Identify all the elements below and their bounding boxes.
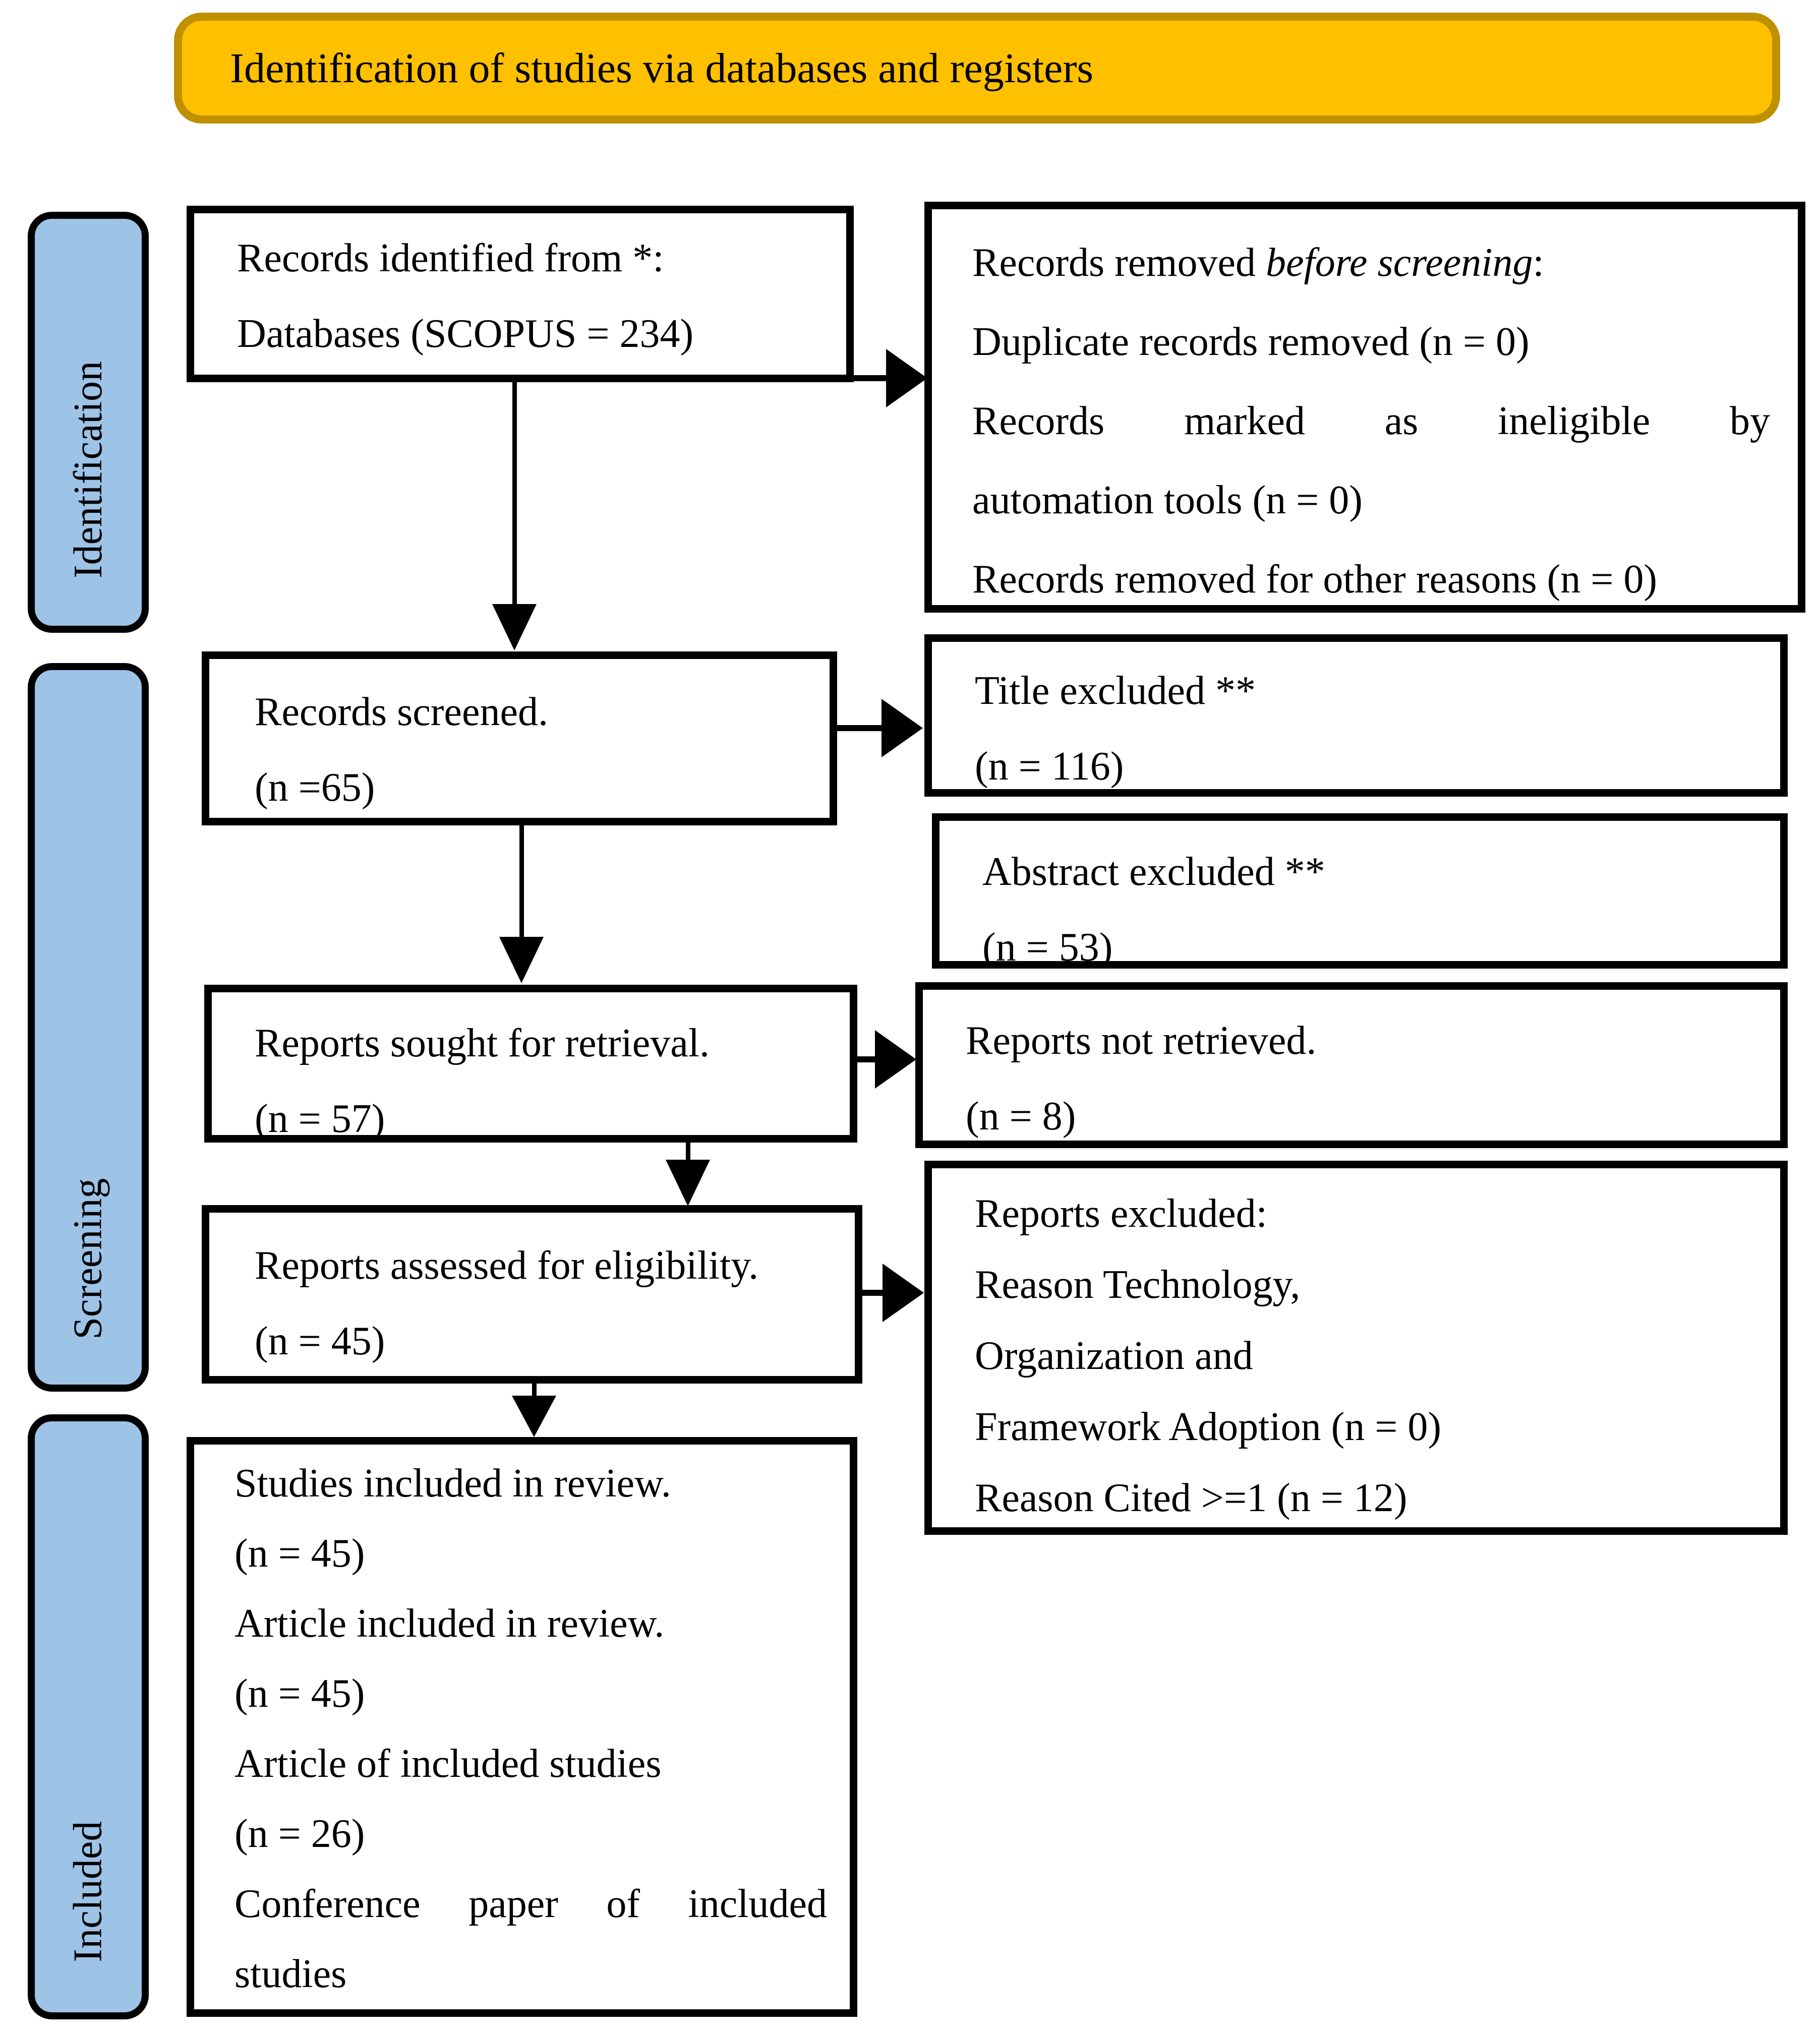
studies-included-line: (n = 45) (234, 1671, 365, 1716)
records-removed-line: Records marked as ineligible by (972, 399, 1770, 443)
box-reports-not-retrieved: Reports not retrieved. (n = 8) (915, 982, 1788, 1148)
box-records-identified: Records identified from *: Databases (SC… (187, 206, 854, 382)
title-excluded-line: (n = 116) (975, 744, 1124, 789)
arrow-identified-to-screened-line (512, 382, 517, 608)
banner: Identification of studies via databases … (174, 13, 1780, 124)
box-studies-included: Studies included in review. (n = 45) Art… (187, 1437, 857, 2017)
arrow-right-icon (882, 699, 923, 757)
arrow-sought-to-notretrieved-line (857, 1056, 880, 1062)
records-screened-line: (n =65) (255, 765, 375, 810)
records-removed-line-italic: before screening (1266, 241, 1533, 285)
records-identified-line: Records identified from *: (237, 236, 664, 280)
box-records-screened: Records screened. (n =65) (202, 651, 837, 825)
studies-included-line: (n = 45) (234, 1531, 365, 1576)
reports-excluded-line: Reason Technology, (975, 1263, 1301, 1307)
studies-included-line: Article included in review. (234, 1601, 665, 1646)
arrow-down-icon (492, 604, 537, 650)
reports-excluded-line: Reports excluded: (975, 1191, 1267, 1236)
stage-identification: Identification (28, 212, 149, 633)
reports-excluded-line: Reason Cited >=1 (n = 12) (975, 1476, 1407, 1520)
stage-included-labelwrap: Included (35, 1790, 142, 1992)
stage-identification-labelwrap: Identification (35, 318, 142, 621)
reports-assessed-line: Reports assessed for eligibility. (255, 1243, 759, 1288)
reports-not-retrieved-line: Reports not retrieved. (966, 1019, 1317, 1063)
records-removed-line: Records removed before screening: (972, 223, 1770, 303)
stage-identification-label: Identification (66, 361, 110, 578)
arrow-down-icon (499, 937, 544, 983)
records-removed-line: Duplicate records removed (n = 0) (972, 320, 1530, 364)
arrow-down-icon (666, 1160, 710, 1206)
records-removed-line-prefix: Records removed (972, 241, 1266, 285)
arrow-assessed-to-excluded-line (862, 1290, 887, 1296)
studies-included-line: Conference paper of included (234, 1882, 827, 1926)
records-removed-line: Records removed for other reasons (n = 0… (972, 557, 1658, 602)
records-removed-line: automation tools (n = 0) (972, 478, 1363, 522)
box-reports-sought: Reports sought for retrieval. (n = 57) (204, 985, 857, 1143)
arrow-assessed-to-studies-line (532, 1384, 537, 1400)
arrow-screened-to-sought-line (519, 825, 524, 940)
studies-included-line: Studies included in review. (234, 1461, 671, 1506)
stage-screening: Screening (28, 663, 149, 1392)
stage-included: Included (28, 1414, 149, 2019)
abstract-excluded-line: (n = 53) (982, 925, 1113, 969)
abstract-excluded-line: Abstract excluded ** (982, 850, 1325, 894)
arrow-right-icon (886, 349, 927, 407)
box-title-excluded: Title excluded ** (n = 116) (924, 634, 1788, 797)
records-identified-line: Databases (SCOPUS = 234) (237, 312, 694, 356)
banner-title: Identification of studies via databases … (230, 44, 1094, 92)
reports-assessed-line: (n = 45) (255, 1319, 385, 1363)
reports-sought-line: (n = 57) (255, 1097, 385, 1141)
arrow-identified-to-removed-line (854, 375, 893, 381)
box-records-removed: Records removed before screening: Duplic… (924, 202, 1805, 613)
reports-excluded-line: Framework Adoption (n = 0) (975, 1405, 1441, 1449)
stage-included-label: Included (66, 1821, 110, 1962)
records-screened-line: Records screened. (255, 690, 548, 734)
reports-not-retrieved-line: (n = 8) (966, 1094, 1076, 1139)
arrow-right-icon (883, 1264, 924, 1322)
reports-sought-line: Reports sought for retrieval. (255, 1021, 710, 1065)
studies-included-line: (n = 26) (234, 1812, 365, 1856)
arrow-screened-to-title-line (837, 725, 888, 731)
records-removed-line-suffix: : (1533, 241, 1544, 285)
studies-included-line: studies (234, 1952, 347, 1996)
box-reports-assessed: Reports assessed for eligibility. (n = 4… (202, 1205, 862, 1384)
arrow-down-icon (512, 1396, 556, 1437)
title-excluded-line: Title excluded ** (975, 669, 1256, 713)
arrow-right-icon (875, 1030, 916, 1089)
studies-included-line: Article of included studies (234, 1742, 662, 1786)
reports-excluded-line: Organization and (975, 1334, 1253, 1378)
stage-screening-label: Screening (66, 1178, 110, 1339)
arrow-sought-to-assessed-line (686, 1143, 690, 1164)
box-reports-excluded: Reports excluded: Reason Technology, Org… (924, 1161, 1788, 1535)
box-abstract-excluded: Abstract excluded ** (n = 53) (932, 813, 1788, 969)
stage-screening-labelwrap: Screening (35, 1140, 142, 1377)
